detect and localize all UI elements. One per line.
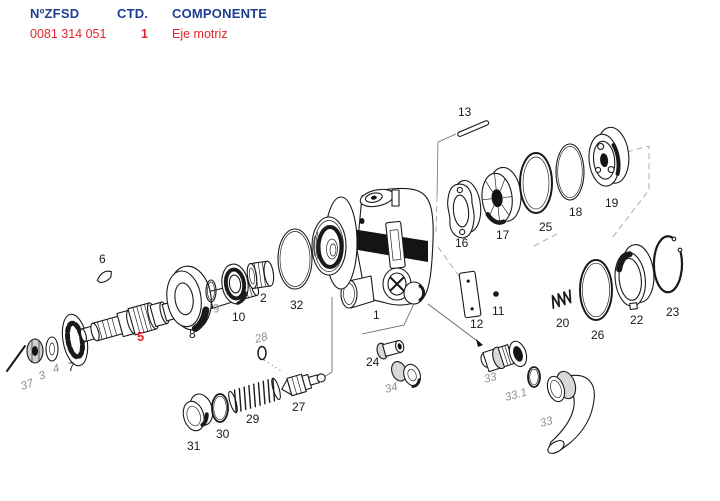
part-31-plug (182, 393, 214, 432)
part-9-ring (205, 279, 217, 303)
part-19-end-cover (588, 126, 630, 187)
part-label-26: 26 (591, 328, 605, 342)
part-label-22: 22 (630, 313, 644, 327)
part-26-o-ring (579, 259, 613, 321)
part-label-32: 32 (290, 298, 304, 312)
part-24-bolt (376, 339, 405, 360)
part-32-o-ring (277, 228, 313, 290)
part-16-cam-ring (447, 179, 482, 239)
part-13-pin (457, 120, 490, 137)
part-33-straight-fitting (480, 340, 528, 373)
part-label-27: 27 (292, 400, 306, 414)
part-label-7: 7 (68, 360, 75, 374)
part-label-10: 10 (232, 310, 246, 324)
part-18-ring (555, 143, 585, 201)
part-label-34: 34 (384, 381, 399, 396)
part-label-11: 11 (492, 304, 505, 318)
part-17-rotor (481, 166, 522, 225)
part-27-valve-piston (281, 373, 326, 397)
part-labels: 37 3 4 7 6 5 8 9 10 2 32 1 13 16 17 25 1… (19, 105, 679, 453)
part-33-elbow-fitting (546, 370, 595, 454)
part-label-28: 28 (253, 331, 270, 346)
part-label-31: 31 (187, 439, 201, 453)
part-7-lock-washer (61, 313, 89, 367)
part-label-12: 12 (470, 317, 484, 331)
part-22-seal-cover (614, 244, 655, 311)
part-label-1: 1 (373, 308, 380, 322)
part-23-snap-ring (652, 235, 684, 294)
part-label-6: 6 (99, 252, 106, 266)
part-label-8: 8 (189, 327, 196, 341)
column-header-ctd: CTD. (117, 6, 149, 21)
part-label-3: 3 (37, 369, 47, 383)
part-8-bearing (166, 265, 212, 333)
part-label-24: 24 (366, 355, 380, 369)
part-label-2: 2 (260, 291, 267, 305)
part-30-o-ring (211, 393, 229, 423)
part-label-37: 37 (19, 377, 35, 393)
part-29-spring (228, 377, 281, 414)
row-qty: 1 (141, 27, 148, 41)
part-label-5-highlighted: 5 (137, 329, 144, 344)
part-label-30: 30 (216, 427, 230, 441)
part-33-1-o-ring (527, 366, 541, 388)
part-3-nut (26, 338, 44, 364)
part-label-33a: 33 (483, 371, 499, 386)
part-label-29: 29 (246, 412, 260, 426)
part-12-plate (458, 270, 482, 319)
part-label-23: 23 (666, 305, 680, 319)
part-1-housing (311, 187, 434, 309)
part-label-18: 18 (569, 205, 583, 219)
part-6-key (96, 270, 112, 284)
part-2-needle-bearing (246, 260, 275, 289)
row-part-number: 0081 314 051 (30, 27, 107, 41)
part-label-25: 25 (539, 220, 553, 234)
part-20-spring (551, 289, 572, 310)
part-label-33-1: 33.1 (504, 387, 529, 404)
part-10-ball-bearing (221, 263, 249, 305)
row-component: Eje motriz (172, 27, 228, 41)
part-37-pin (6, 345, 26, 372)
column-header-zfsd: NºZFSD (30, 6, 80, 21)
part-11-ball (493, 291, 499, 297)
part-4-washer (45, 336, 59, 362)
part-label-4: 4 (51, 362, 61, 375)
part-label-33b: 33 (539, 415, 555, 430)
part-label-19: 19 (605, 196, 619, 210)
part-label-9: 9 (212, 302, 222, 315)
part-25-o-ring (519, 152, 553, 214)
part-label-17: 17 (496, 228, 510, 242)
part-label-20: 20 (556, 316, 570, 330)
part-28-o-ring (257, 345, 267, 361)
part-34-fitting (391, 361, 422, 388)
part-label-13: 13 (458, 105, 472, 119)
part-label-16: 16 (455, 236, 469, 250)
column-header-componente: COMPONENTE (172, 6, 268, 21)
